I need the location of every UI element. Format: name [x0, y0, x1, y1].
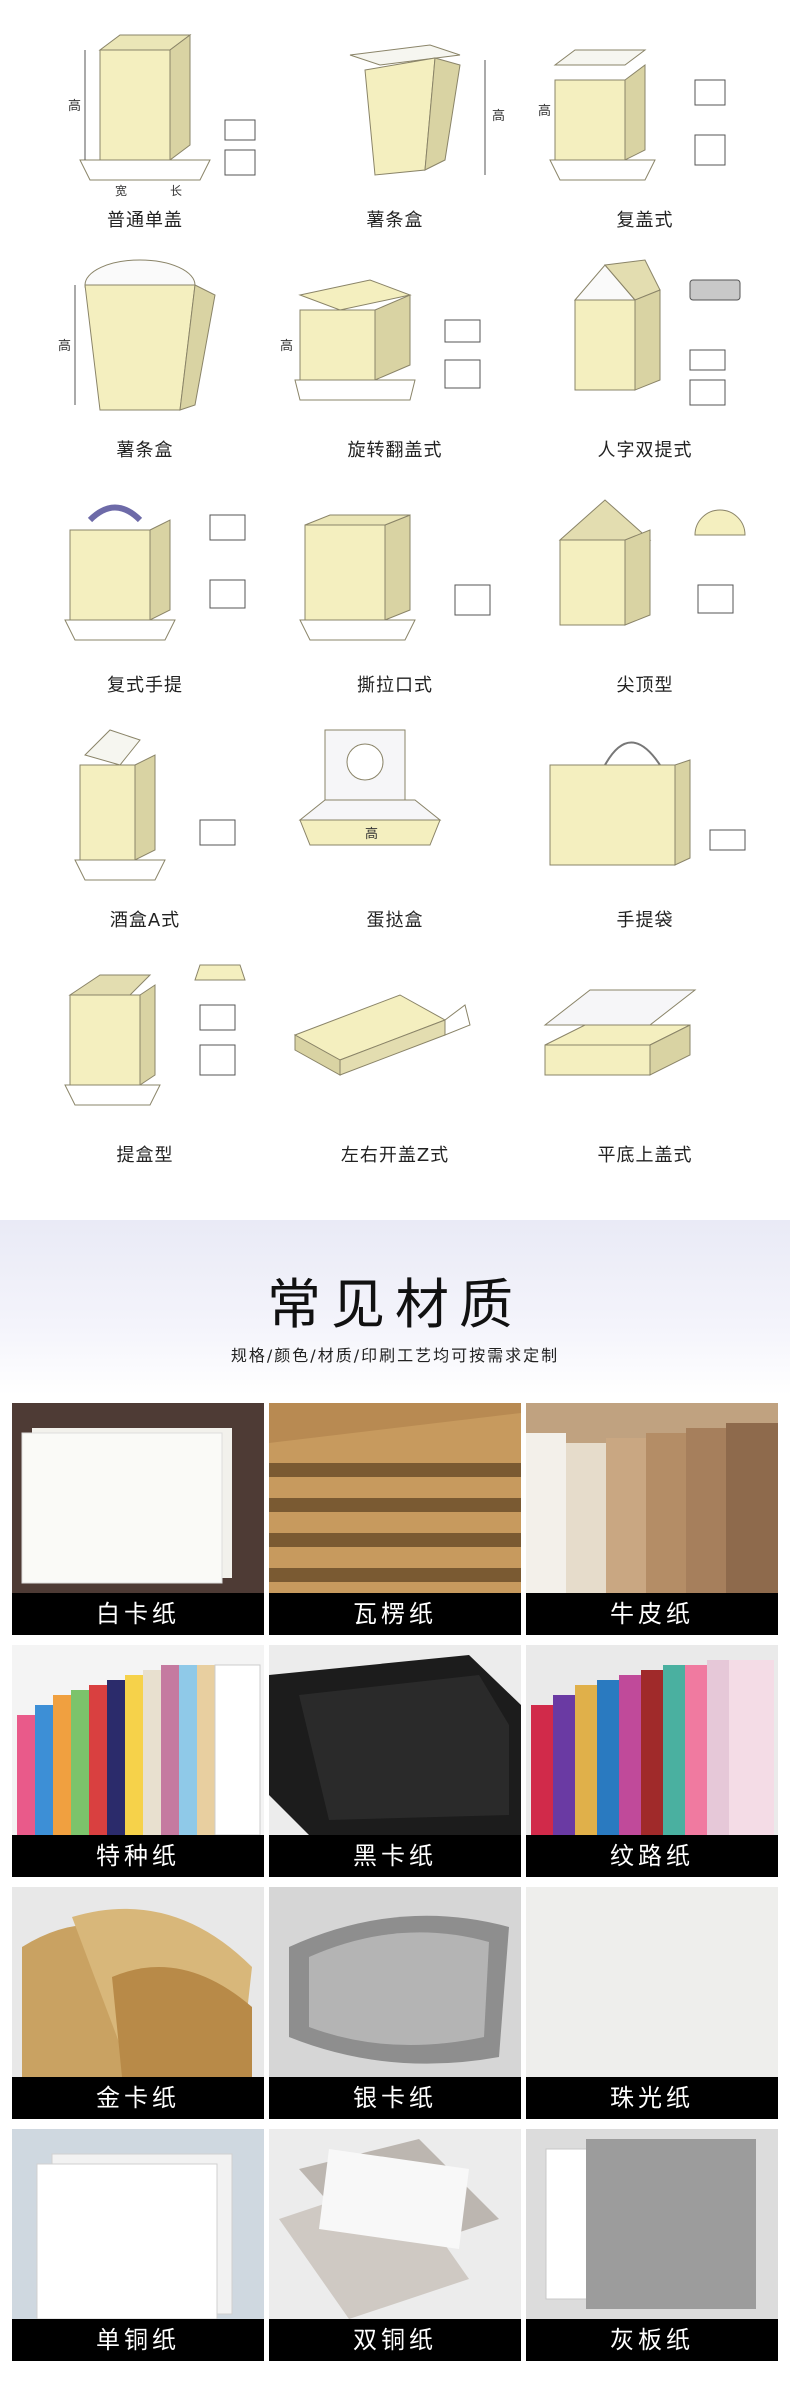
- box-style-card[interactable]: 高 旋转翻盖式: [270, 240, 520, 468]
- material-card-white-card[interactable]: 白卡纸: [12, 1403, 264, 1635]
- box-style-card[interactable]: 酒盒A式: [20, 710, 270, 938]
- material-photo: [269, 1887, 521, 2077]
- box-style-label: 尖顶型: [616, 675, 674, 696]
- material-photo: [269, 1403, 521, 1593]
- box-style-label: 提盒型: [116, 1145, 174, 1166]
- box-style-card[interactable]: 高 宽 长 普通单盖: [20, 10, 270, 238]
- box-diagram-icon: 高: [58, 259, 216, 411]
- material-card-greyboard[interactable]: 灰板纸: [526, 2129, 778, 2361]
- materials-header: 常见材质 规格/颜色/材质/印刷工艺均可按需求定制: [0, 1220, 790, 1395]
- material-card-single-coated[interactable]: 单铜纸: [12, 2129, 264, 2361]
- material-label: 牛皮纸: [526, 1593, 778, 1635]
- material-label: 金卡纸: [12, 2077, 264, 2119]
- box-style-card[interactable]: 人字双提式: [520, 240, 770, 468]
- box-diagram-icon: [573, 259, 741, 406]
- material-photo: [526, 1645, 778, 1835]
- box-style-card[interactable]: 高 薯条盒: [270, 10, 520, 238]
- box-diagram-icon: 高 宽 长: [68, 34, 256, 198]
- material-label: 瓦楞纸: [269, 1593, 521, 1635]
- box-style-label: 平底上盖式: [597, 1145, 693, 1166]
- box-style-label: 旋转翻盖式: [347, 440, 443, 461]
- materials-title: 常见材质: [267, 1273, 523, 1336]
- material-card-specialty[interactable]: 特种纸: [12, 1645, 264, 1877]
- material-photo: [526, 2129, 778, 2319]
- box-style-label: 左右开盖Z式: [340, 1145, 450, 1166]
- material-card-pearl[interactable]: 珠光纸: [526, 1887, 778, 2119]
- box-style-card[interactable]: 手提袋: [520, 710, 770, 938]
- box-diagram-icon: 高: [298, 729, 442, 846]
- dim-label: 高: [68, 98, 81, 114]
- box-style-label: 薯条盒: [366, 210, 424, 231]
- box-diagram-icon: [558, 499, 746, 626]
- box-style-label: 蛋挞盒: [366, 910, 424, 931]
- box-style-label: 酒盒A式: [109, 910, 181, 931]
- material-photo: [12, 1645, 264, 1835]
- material-card-black-card[interactable]: 黑卡纸: [269, 1645, 521, 1877]
- box-diagram-icon: [64, 964, 246, 1106]
- material-photo: [269, 2129, 521, 2319]
- material-photo: [12, 2129, 264, 2319]
- box-style-card[interactable]: 尖顶型: [520, 475, 770, 703]
- material-label: 灰板纸: [526, 2319, 778, 2361]
- box-styles-section: 高 宽 长 普通单盖 高 薯条盒 高 复盖式: [20, 10, 770, 1173]
- material-card-kraft[interactable]: 牛皮纸: [526, 1403, 778, 1635]
- material-label: 珠光纸: [526, 2077, 778, 2119]
- box-diagram-icon: 高: [538, 49, 726, 181]
- material-card-silver-card[interactable]: 银卡纸: [269, 1887, 521, 2119]
- material-label: 特种纸: [12, 1835, 264, 1877]
- material-label: 单铜纸: [12, 2319, 264, 2361]
- material-photo: [526, 1887, 778, 2077]
- box-style-label: 薯条盒: [116, 440, 174, 461]
- material-label: 银卡纸: [269, 2077, 521, 2119]
- svg-text:高: 高: [58, 338, 71, 354]
- box-style-label: 复式手提: [107, 675, 183, 696]
- box-style-card[interactable]: 复式手提: [20, 475, 270, 703]
- material-card-textured[interactable]: 纹路纸: [526, 1645, 778, 1877]
- material-label: 双铜纸: [269, 2319, 521, 2361]
- box-diagram-icon: 高: [349, 44, 505, 176]
- material-card-corrugated[interactable]: 瓦楞纸: [269, 1403, 521, 1635]
- material-photo: [526, 1403, 778, 1593]
- svg-text:长: 长: [170, 184, 182, 198]
- materials-subtitle: 规格/颜色/材质/印刷工艺均可按需求定制: [230, 1346, 560, 1365]
- box-style-card[interactable]: 高 蛋挞盒: [270, 710, 520, 938]
- material-photo: [12, 1403, 264, 1593]
- material-card-double-coated[interactable]: 双铜纸: [269, 2129, 521, 2361]
- box-diagram-icon: [543, 989, 697, 1076]
- box-diagram-icon: [549, 741, 746, 866]
- box-style-label: 普通单盖: [107, 210, 183, 231]
- svg-text:高: 高: [365, 826, 378, 842]
- material-label: 黑卡纸: [269, 1835, 521, 1877]
- box-diagram-icon: [293, 994, 471, 1076]
- box-diagram-icon: [299, 514, 491, 641]
- box-diagram-icon: [64, 504, 246, 641]
- materials-grid: 白卡纸 瓦楞纸 牛皮纸: [0, 1395, 790, 2382]
- box-style-card[interactable]: 平底上盖式: [520, 945, 770, 1173]
- box-style-card[interactable]: 高 薯条盒: [20, 240, 270, 468]
- box-style-label: 手提袋: [616, 910, 674, 931]
- svg-text:高: 高: [538, 103, 551, 119]
- box-diagram-icon: [74, 729, 236, 881]
- svg-text:高: 高: [492, 108, 505, 124]
- box-style-label: 人字双提式: [597, 440, 693, 461]
- material-label: 纹路纸: [526, 1835, 778, 1877]
- svg-text:宽: 宽: [115, 183, 127, 198]
- box-style-card[interactable]: 左右开盖Z式: [270, 945, 520, 1173]
- box-diagram-icon: 高: [280, 279, 481, 401]
- material-card-gold-card[interactable]: 金卡纸: [12, 1887, 264, 2119]
- box-style-label: 撕拉口式: [357, 675, 433, 696]
- box-style-card[interactable]: 提盒型: [20, 945, 270, 1173]
- material-photo: [269, 1645, 521, 1835]
- material-label: 白卡纸: [12, 1593, 264, 1635]
- material-photo: [12, 1887, 264, 2077]
- box-style-card[interactable]: 高 复盖式: [520, 10, 770, 238]
- box-style-card[interactable]: 撕拉口式: [270, 475, 520, 703]
- box-style-label: 复盖式: [616, 210, 674, 231]
- svg-text:高: 高: [280, 338, 293, 354]
